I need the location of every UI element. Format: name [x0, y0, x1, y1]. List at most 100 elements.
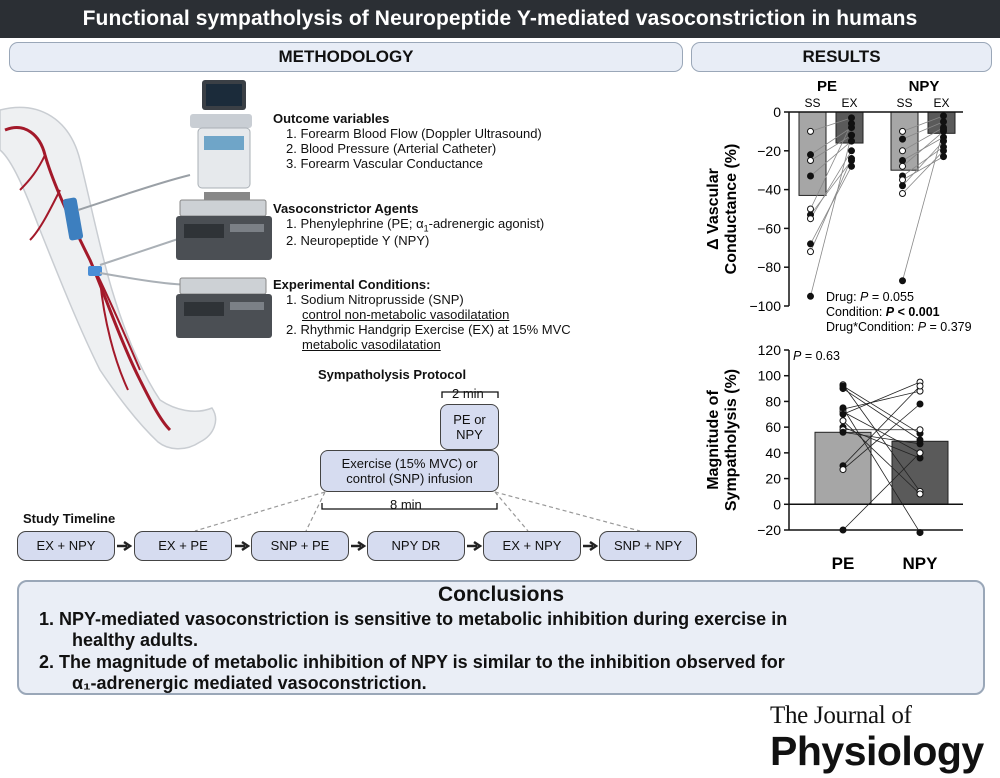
point-npy-9: [916, 400, 924, 408]
pair-line-pe-8: [810, 158, 852, 252]
point-npy-6: [916, 426, 924, 434]
y-tick-label-0: 0: [773, 496, 781, 512]
x-label-npy: NPY: [903, 554, 939, 573]
cond-label-pe-ss: SS: [804, 96, 820, 110]
y-tick-label--100: −100: [749, 298, 781, 314]
pair-line-pe-9: [810, 135, 852, 297]
point-pe-ex-4: [848, 120, 855, 128]
point-npy-ex-8: [940, 147, 947, 155]
point-pe-13: [839, 385, 847, 393]
stat-line-2: Condition: P < 0.001: [826, 305, 940, 319]
stat-line-3: Drug*Condition: P = 0.379: [826, 320, 972, 334]
timeline-arrow-3: [351, 540, 367, 552]
y-tick-label-40: 40: [765, 445, 781, 461]
protocol-condition-box: Exercise (15% MVC) or control (SNP) infu…: [320, 450, 499, 492]
point-npy-ss-3: [899, 157, 906, 164]
timeline-arrow-5: [583, 540, 599, 552]
x-label-pe: PE: [832, 554, 855, 573]
y-tick-label--20: −20: [757, 522, 781, 538]
y-axis-label-line-2: Sympatholysis (%): [723, 369, 740, 511]
timeline-step-5: EX + NPY: [483, 531, 581, 561]
timeline-step-4: NPY DR: [367, 531, 465, 561]
pair-line-4: [842, 381, 921, 415]
protocol-title: Sympatholysis Protocol: [318, 367, 467, 382]
condition-item-2: 2. Rhythmic Handgrip Exercise (EX) at 15…: [286, 322, 571, 337]
point-npy-12: [916, 490, 924, 498]
point-pe-11: [839, 404, 847, 412]
catheter: [88, 266, 102, 276]
point-pe-ex-7: [848, 162, 855, 170]
infusion-pump-2: [176, 277, 272, 338]
condition-item-2-note: metabolic vasodilatation: [302, 337, 441, 352]
point-pe-ex-6: [848, 147, 855, 155]
point-npy-ex-7: [940, 137, 947, 145]
results-header: RESULTS: [691, 42, 992, 72]
condition-item-1: 1. Sodium Nitroprusside (SNP): [286, 292, 464, 307]
timeline-step-1: EX + NPY: [17, 531, 115, 561]
pair-line-2: [842, 390, 921, 410]
y-tick-label-0: 0: [773, 104, 781, 120]
pair-line-npy-8: [902, 150, 944, 194]
pair-line-pe-1: [810, 127, 852, 156]
y-tick-label--60: −60: [757, 220, 781, 236]
pair-line-npy-7: [902, 140, 944, 186]
apparatus-illustration: [0, 80, 272, 450]
conclusion-1-line-1: 1. NPY-mediated vasoconstriction is sens…: [39, 609, 788, 629]
point-npy-10: [916, 449, 924, 457]
point-pe-9: [839, 466, 847, 474]
point-pe-ex-3: [848, 137, 855, 145]
pair-line-npy-6: [902, 156, 944, 181]
conclusion-2-line-2: α₁-adrenergic mediated vasoconstriction.: [72, 673, 427, 693]
pair-line-5: [842, 426, 921, 459]
cond-label-npy-ex: EX: [933, 96, 949, 110]
pair-line-11: [842, 407, 921, 533]
y-axis-label-line-1: Δ Vascular: [705, 168, 722, 250]
y-tick-label-60: 60: [765, 419, 781, 435]
agent-item-2: 2. Neuropeptide Y (NPY): [286, 233, 430, 248]
timeline-arrow-2: [235, 540, 251, 552]
point-pe-12: [839, 417, 847, 425]
y-tick-label--40: −40: [757, 182, 781, 198]
agent-item-1: 1. Phenylephrine (PE; α1-adrenergic agon…: [286, 216, 545, 234]
y-tick-label-80: 80: [765, 393, 781, 409]
point-pe-ss-9: [807, 292, 814, 300]
pair-line-npy-5: [902, 146, 944, 177]
point-pe-ss-3: [807, 172, 814, 180]
point-npy-ss-6: [899, 176, 906, 184]
condition-item-1-note: control non-metabolic vasodilatation: [302, 307, 510, 322]
conclusion-1-line-2: healthy adults.: [72, 630, 199, 650]
outcome-item-2: 2. Blood Pressure (Arterial Catheter): [286, 141, 497, 156]
point-pe-ss-6: [807, 215, 814, 223]
pair-line-1: [842, 385, 921, 434]
point-pe-ss-4: [807, 205, 814, 213]
point-npy-ex-1: [940, 118, 947, 126]
outcome-item-1: 1. Forearm Blood Flow (Doppler Ultrasoun…: [286, 126, 542, 141]
ultrasound-machine: [190, 80, 252, 208]
doppler-probe: [62, 197, 84, 241]
pair-line-pe-3: [810, 140, 852, 177]
y-axis-label-line-2: Conductance (%): [723, 144, 740, 275]
pair-line-7: [842, 431, 921, 445]
outcome-title: Outcome variables: [273, 111, 390, 126]
timeline-step-2: EX + PE: [134, 531, 232, 561]
point-pe-ex-0: [848, 114, 855, 122]
y-tick-label-20: 20: [765, 471, 781, 487]
point-npy-ss-8: [899, 189, 906, 197]
point-npy-ss-7: [899, 182, 906, 190]
point-npy-13: [916, 436, 924, 444]
pair-line-13: [842, 388, 921, 441]
point-pe-4: [839, 410, 847, 418]
artery-illustration: [4, 126, 172, 432]
methodology-header: METHODOLOGY: [9, 42, 683, 72]
journal-logo: The Journal of Physiology: [770, 702, 990, 772]
conclusions-title: Conclusions: [437, 583, 564, 606]
agents-title: Vasoconstrictor Agents: [273, 201, 419, 216]
y-tick-label--80: −80: [757, 259, 781, 275]
pair-line-npy-9: [902, 129, 944, 281]
pair-line-3: [842, 411, 921, 454]
point-pe-ss-7: [807, 240, 814, 248]
protocol-bottom-duration: 8 min: [390, 497, 422, 512]
